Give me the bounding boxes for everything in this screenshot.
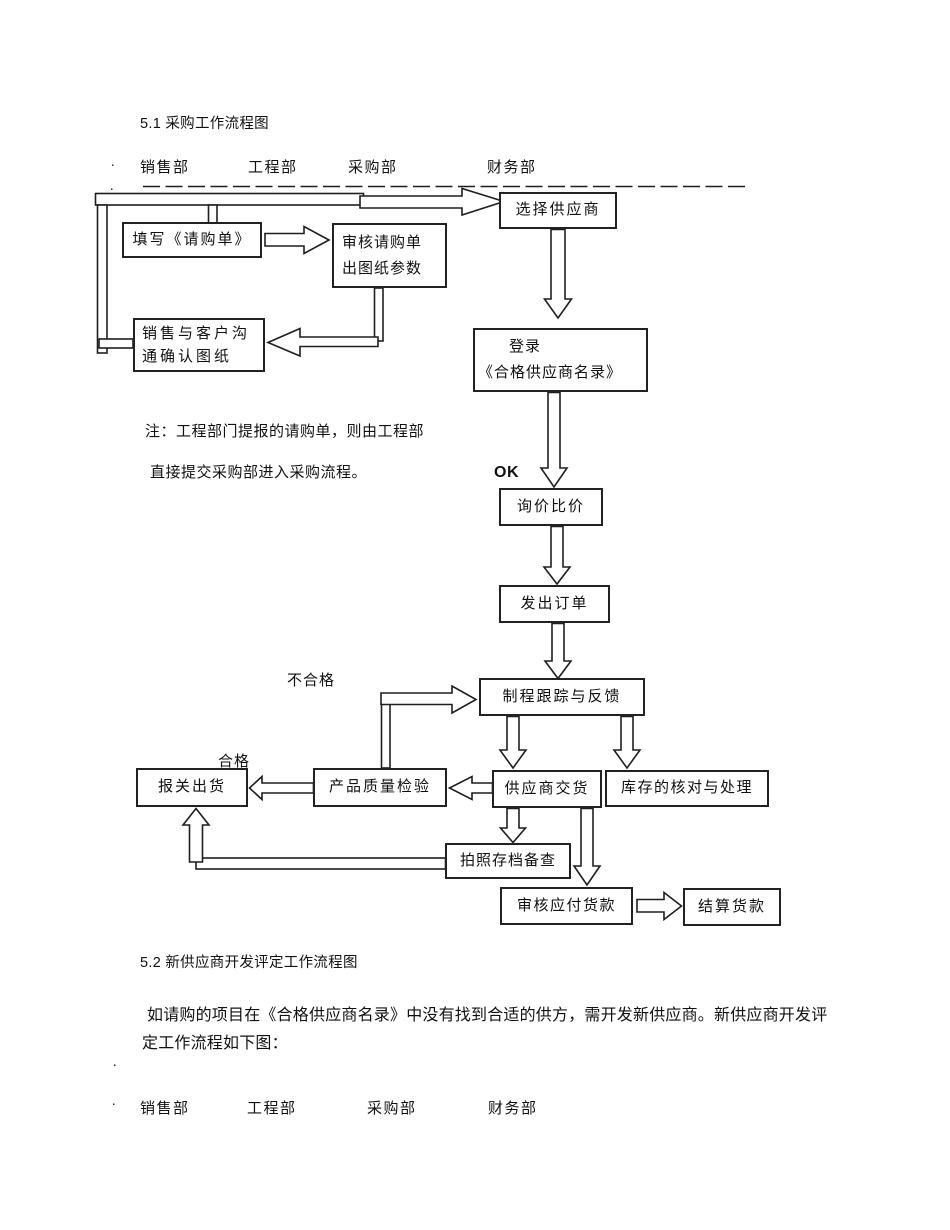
arrow-review-to-sales-confirm <box>265 327 379 358</box>
arrow-select-to-register <box>542 228 574 320</box>
stray-dot-4: . <box>112 1094 116 1109</box>
flow-box-supplier-delivery-label: 供应商交货 <box>504 780 590 797</box>
flow-box-customs-shipment[interactable]: 报关出货 <box>136 768 248 807</box>
lane-header-sales: 销售部 <box>140 160 190 176</box>
flow-box-fill-request-label: 填写《请购单》 <box>132 231 252 248</box>
flow-box-register-line2: 《合格供应商名录》 <box>478 365 623 381</box>
lane-header-2-sales: 销售部 <box>140 1101 190 1117</box>
arrow-delivery-to-inspection <box>447 775 494 801</box>
flow-box-fill-request[interactable]: 填写《请购单》 <box>122 222 262 258</box>
arrow-register-to-inquiry <box>539 391 569 489</box>
flow-box-review-request-line1: 审核请购单 <box>342 235 423 251</box>
arrow-delivery-to-payment <box>572 807 602 887</box>
lane-header-2-purchasing: 采购部 <box>367 1101 417 1117</box>
flow-box-photo-archive[interactable]: 拍照存档备查 <box>445 843 571 879</box>
flow-box-inventory-check[interactable]: 库存的核对与处理 <box>605 770 769 807</box>
arrow-to-select-supplier <box>359 187 507 217</box>
arrow-up-to-customs <box>181 807 211 863</box>
flow-box-sales-confirm-line2: 通确认图纸 <box>142 349 233 365</box>
top-flow-bar <box>94 192 365 206</box>
flow-box-review-request-line2: 出图纸参数 <box>342 261 423 277</box>
section-5-2-paragraph-line1: 如请购的项目在《合格供应商名录》中没有找到合适的供方，需开发新供应商。新供应商开… <box>147 1007 828 1024</box>
left-stub-to-sales-confirm <box>98 338 134 349</box>
flow-box-select-supplier-label: 选择供应商 <box>515 202 601 218</box>
flow-box-issue-order[interactable]: 发出订单 <box>499 585 610 623</box>
flow-box-review-payment[interactable]: 审核应付货款 <box>500 887 633 925</box>
flow-box-settle-payment-label: 结算货款 <box>697 898 766 915</box>
arrow-payment-to-settle <box>636 890 683 922</box>
connector-bar-to-fill-request <box>207 204 218 224</box>
flow-box-photo-archive-label: 拍照存档备查 <box>459 852 556 869</box>
lane-header-engineering: 工程部 <box>248 160 298 176</box>
flow-box-inquiry-label: 询价比价 <box>516 498 585 515</box>
flow-box-register-line1: 登录 <box>509 339 542 355</box>
arrow-feedback-to-tracking <box>380 684 478 715</box>
arrow-order-to-tracking <box>543 622 573 680</box>
section-5-2-paragraph-line2: 定工作流程如下图： <box>142 1035 288 1052</box>
ok-label: OK <box>494 464 519 481</box>
connector-review-down <box>373 287 384 342</box>
stray-dot-3: . <box>113 1055 117 1070</box>
flow-box-settle-payment[interactable]: 结算货款 <box>683 888 781 926</box>
flow-box-review-payment-label: 审核应付货款 <box>516 897 616 914</box>
flow-box-issue-order-label: 发出订单 <box>520 595 589 612</box>
flow-box-select-supplier[interactable]: 选择供应商 <box>499 192 617 229</box>
section-5-1-title: 5.1 采购工作流程图 <box>140 116 269 132</box>
flow-box-supplier-delivery[interactable]: 供应商交货 <box>492 770 602 808</box>
flow-box-sales-confirm-line1: 销售与客户沟 <box>142 326 251 342</box>
arrow-delivery-to-archive <box>498 807 528 844</box>
arrow-fill-request-to-review <box>264 225 331 255</box>
flow-box-customs-shipment-label: 报关出货 <box>157 779 226 795</box>
flow-box-review-request[interactable]: 审核请购单 出图纸参数 <box>332 223 447 288</box>
flow-box-quality-inspection-label: 产品质量检验 <box>328 779 431 795</box>
arrow-inspection-to-customs <box>248 774 315 802</box>
stray-dot-2: . <box>110 179 114 194</box>
flow-box-register-supplier-list[interactable]: 登录 《合格供应商名录》 <box>473 328 648 392</box>
section-5-2-title: 5.2 新供应商开发评定工作流程图 <box>140 955 358 971</box>
arrow-tracking-to-inventory <box>612 715 642 770</box>
lane-header-purchasing: 采购部 <box>348 160 398 176</box>
flow-box-inventory-check-label: 库存的核对与处理 <box>620 780 753 796</box>
arrow-inquiry-to-order <box>542 525 572 586</box>
lane-header-2-engineering: 工程部 <box>247 1101 297 1117</box>
connector-archive-to-customs <box>195 857 447 870</box>
lane-header-2-finance: 财务部 <box>488 1101 538 1117</box>
left-column-connector <box>96 204 108 354</box>
fail-label: 不合格 <box>287 673 336 689</box>
pass-label: 合格 <box>218 754 251 770</box>
flow-box-process-tracking-label: 制程跟踪与反馈 <box>502 688 622 705</box>
flow-box-process-tracking[interactable]: 制程跟踪与反馈 <box>479 678 645 716</box>
note-line-1: 注：工程部门提报的请购单，则由工程部 <box>145 424 425 440</box>
flow-box-sales-confirm-drawing[interactable]: 销售与客户沟 通确认图纸 <box>133 318 265 372</box>
flow-box-quality-inspection[interactable]: 产品质量检验 <box>313 768 447 807</box>
lane-header-finance: 财务部 <box>487 160 537 176</box>
flow-box-inquiry-compare[interactable]: 询价比价 <box>499 488 603 526</box>
note-line-2: 直接提交采购部进入采购流程。 <box>150 465 368 481</box>
stray-dot-1: . <box>111 155 115 170</box>
feedback-vertical-connector <box>380 703 391 769</box>
arrow-tracking-to-delivery <box>498 715 528 770</box>
